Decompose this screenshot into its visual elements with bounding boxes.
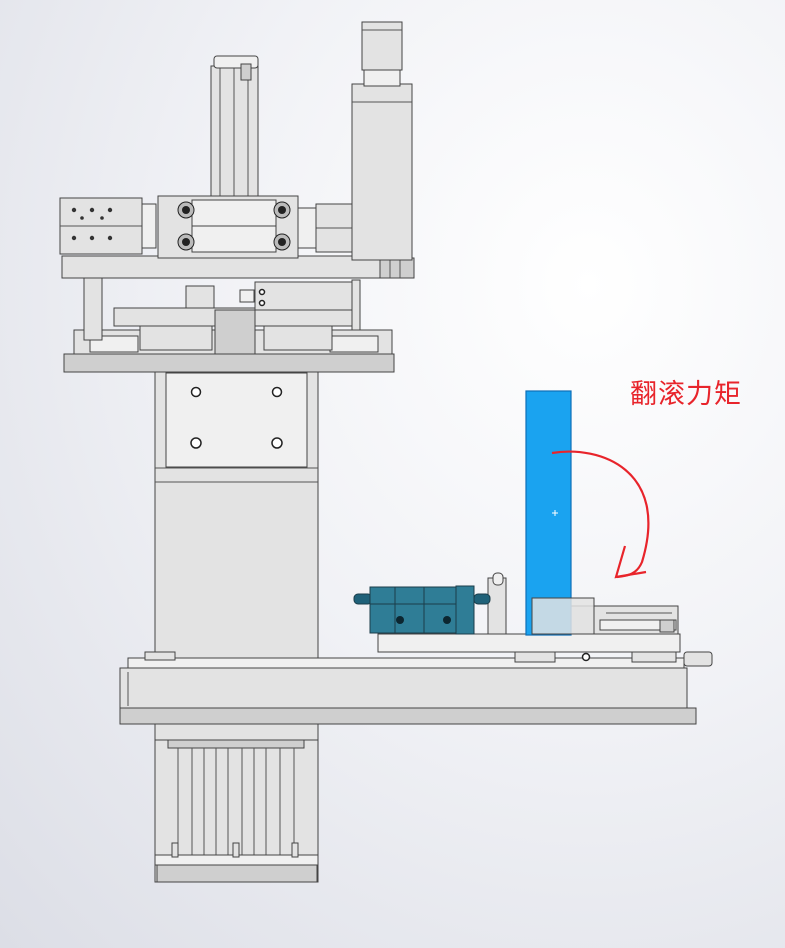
left-guide-block bbox=[59, 197, 157, 255]
center-cylinder bbox=[157, 55, 299, 259]
top-right-motor bbox=[351, 21, 413, 261]
rolling-moment-label: 翻滚力矩 bbox=[630, 379, 742, 410]
blue-workpiece bbox=[525, 390, 595, 636]
moment-arrow-icon bbox=[551, 450, 650, 579]
bottom-motor bbox=[154, 735, 319, 883]
right-guide-block bbox=[297, 203, 355, 253]
top-plate bbox=[61, 255, 415, 279]
base-rail bbox=[119, 651, 713, 725]
clamp-fixture bbox=[353, 585, 491, 635]
